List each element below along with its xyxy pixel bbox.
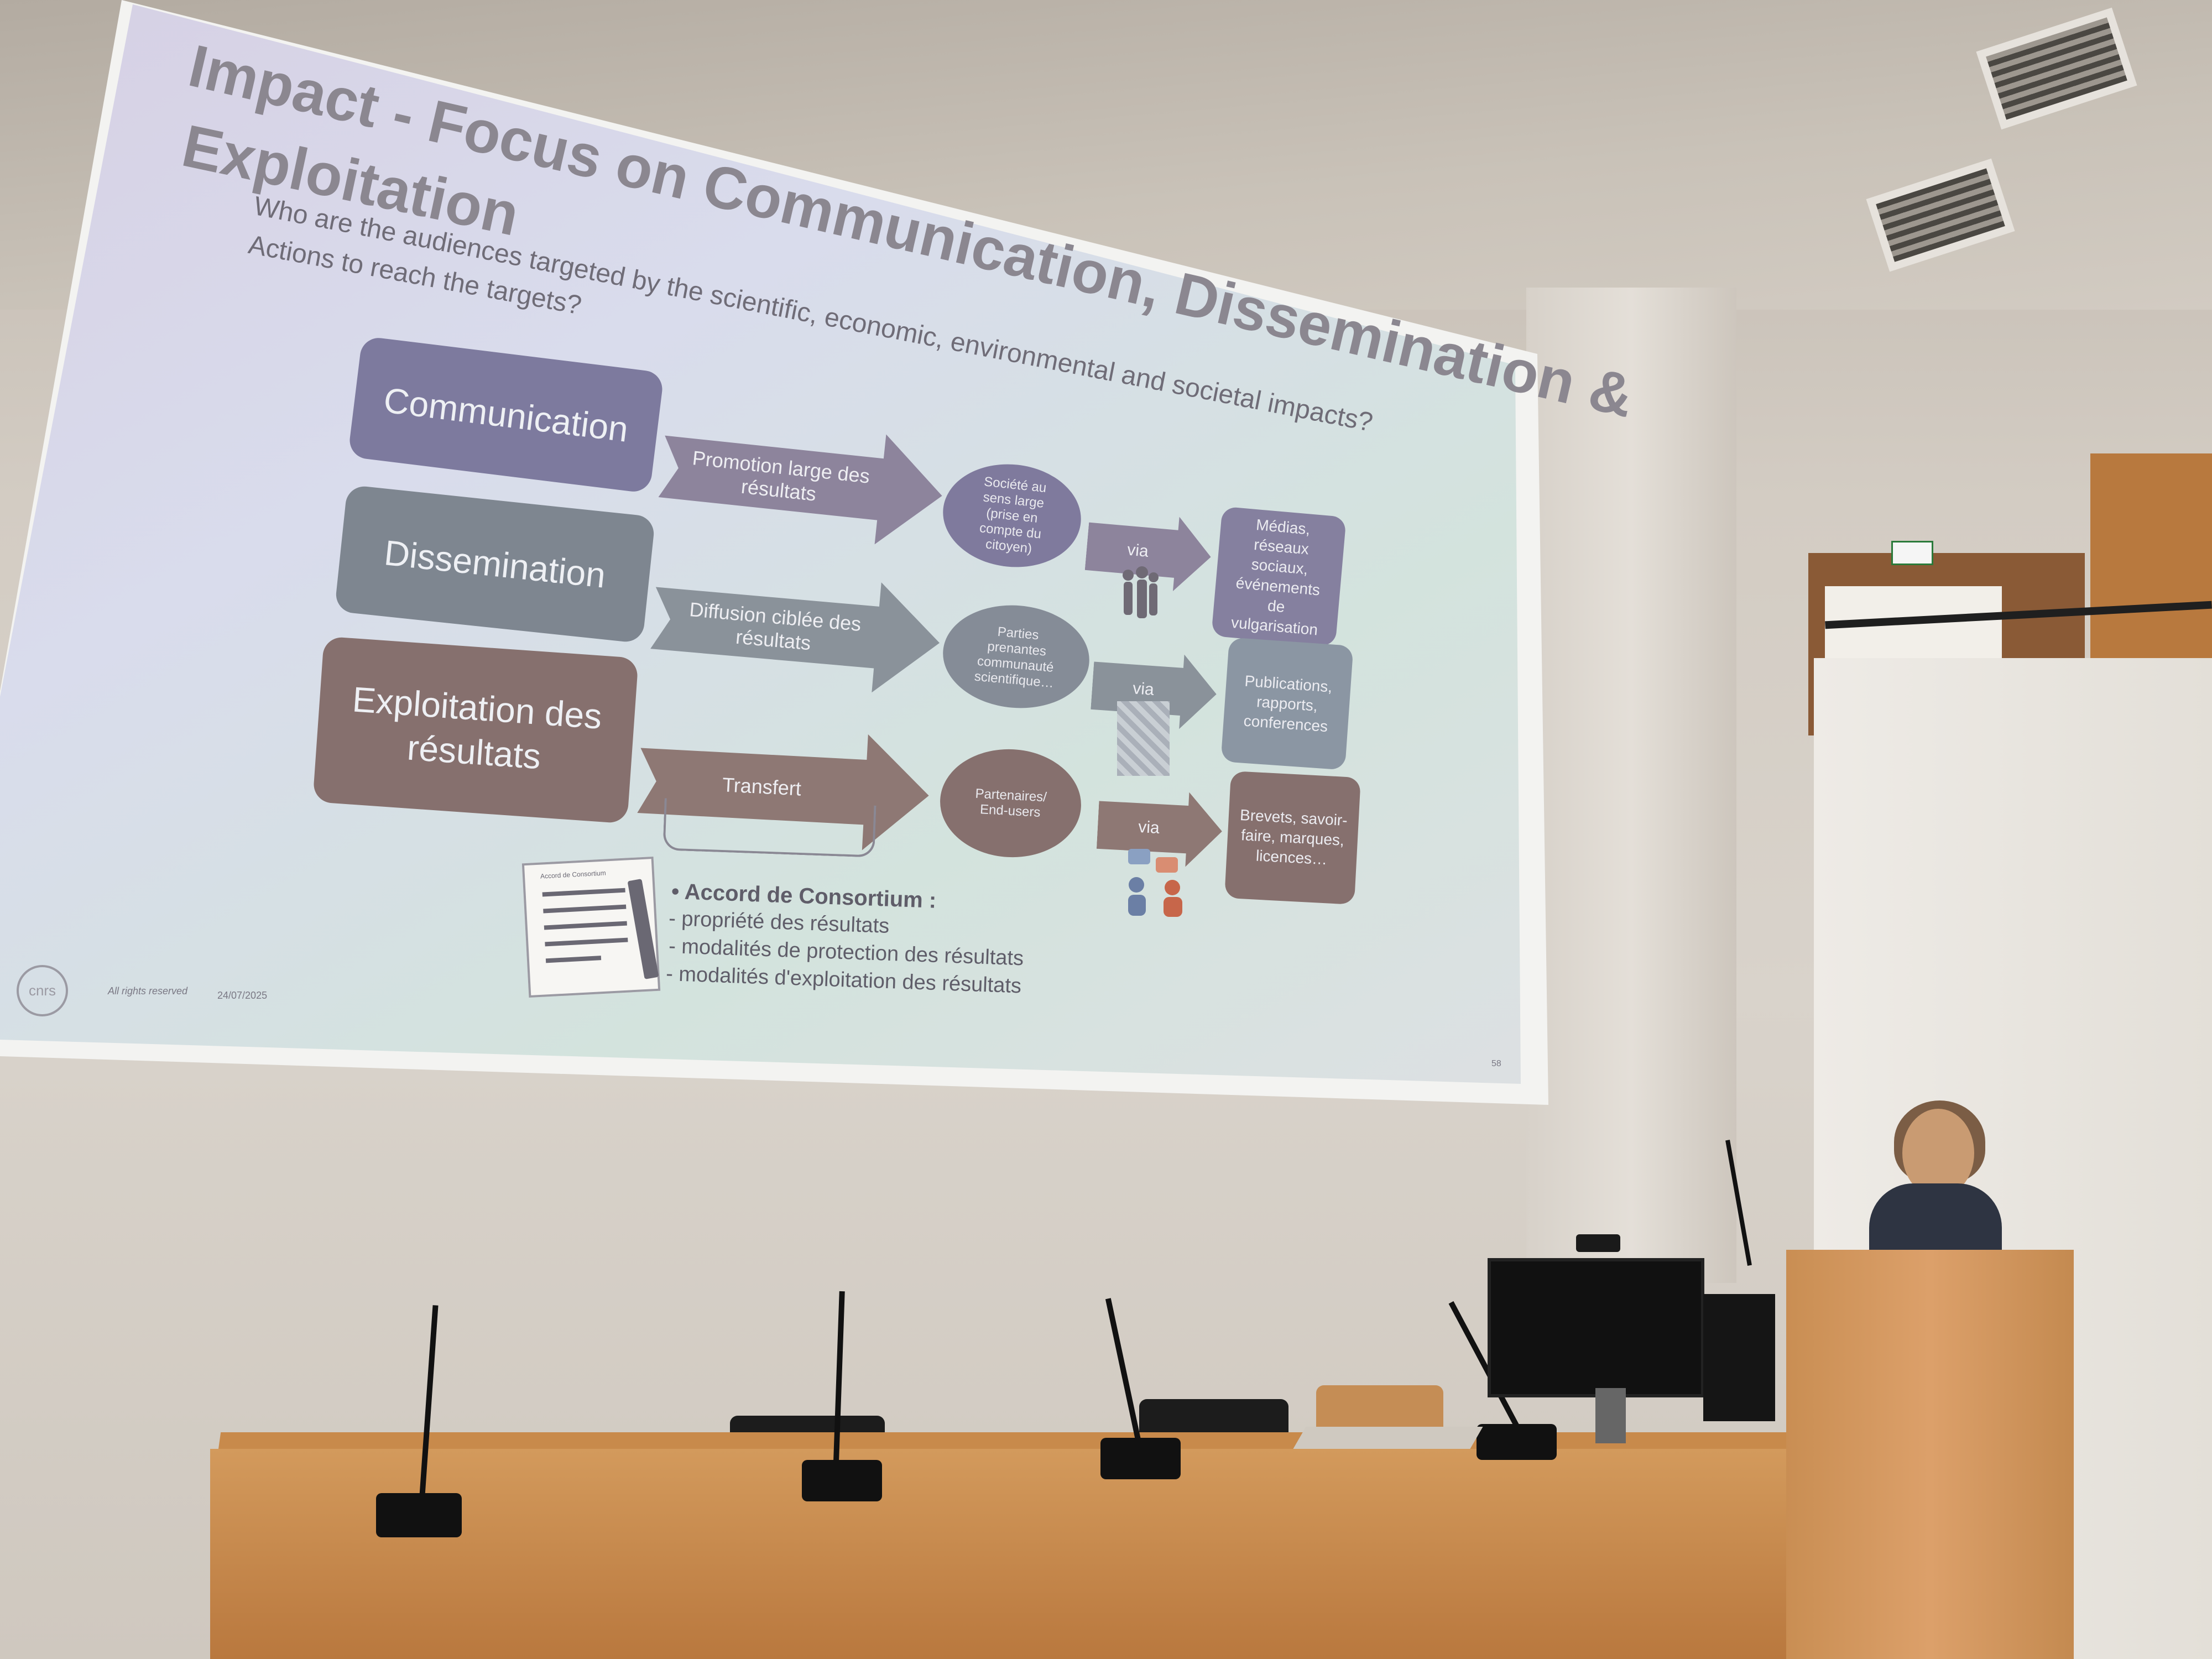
wood-panel — [2090, 453, 2212, 664]
chat-people-icon — [1128, 849, 1182, 917]
monitor-stand — [1595, 1388, 1626, 1443]
monitor — [1488, 1258, 1704, 1397]
conference-desk — [210, 1449, 1858, 1659]
chair — [1316, 1385, 1443, 1430]
brace-connector — [662, 798, 877, 858]
presenter-body — [1869, 1183, 2002, 1261]
output-publications: Publications, rapports, conferences — [1220, 637, 1354, 770]
lectern — [1786, 1250, 2074, 1659]
output-media: Médias, réseaux sociaux, événements de v… — [1211, 506, 1347, 647]
microphone-base — [376, 1493, 462, 1537]
webcam-icon — [1576, 1234, 1620, 1252]
exit-sign — [1891, 541, 1933, 565]
microphone-base — [1100, 1438, 1181, 1479]
output-patents: Brevets, savoir-faire, marques, licences… — [1224, 771, 1361, 905]
microphone-base — [802, 1460, 882, 1501]
presenter — [1902, 1109, 1974, 1197]
publication-thumbnail-icon — [1117, 701, 1170, 776]
category-exploitation: Exploitation des résultats — [312, 636, 639, 824]
laptop — [1293, 1427, 1483, 1449]
wall-pillar — [1526, 288, 1736, 1283]
footer-date: 24/07/2025 — [217, 990, 268, 1001]
people-icon — [1123, 566, 1159, 618]
computer-tower — [1703, 1294, 1775, 1421]
cnrs-logo: cnrs — [17, 965, 68, 1016]
document-caption: Accord de Consortium — [540, 869, 606, 880]
microphone-base — [1477, 1424, 1557, 1460]
footer-rights: All rights reserved — [108, 985, 188, 997]
slide-number: 58 — [1491, 1059, 1501, 1068]
